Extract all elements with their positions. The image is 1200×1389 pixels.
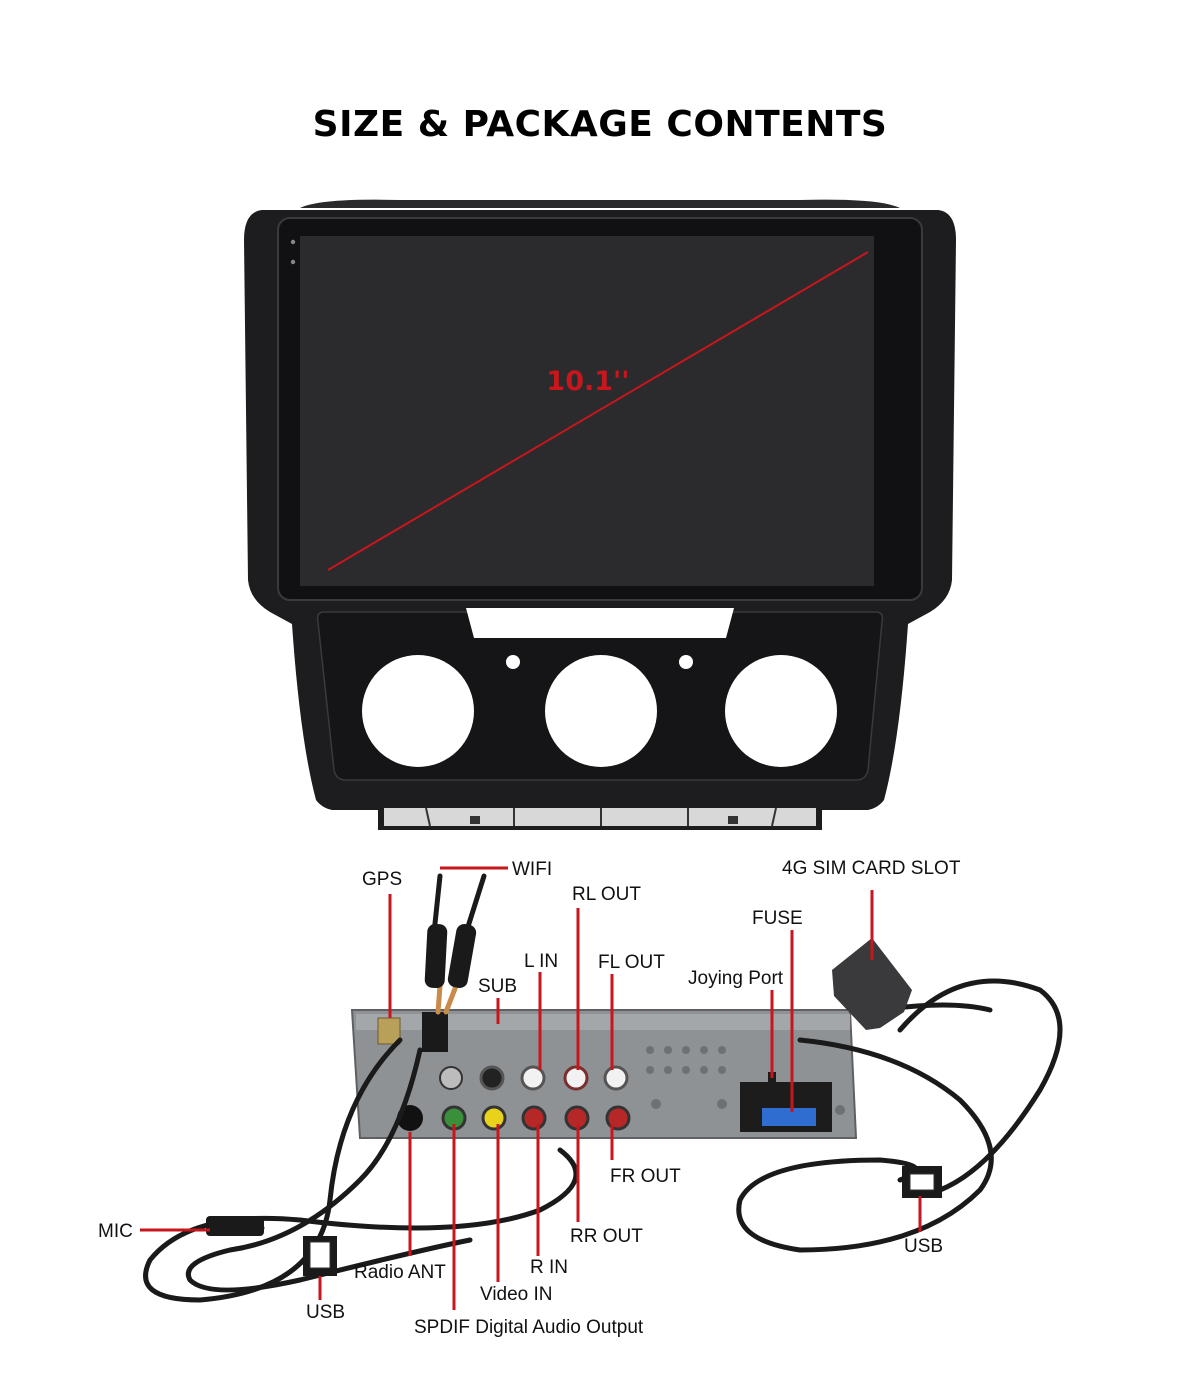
knob-hole-left: [362, 655, 474, 767]
label-r-in: R IN: [530, 1257, 568, 1278]
callout-lines: [140, 866, 922, 1310]
label-usb-right: USB: [904, 1236, 943, 1257]
mic-plug: [206, 1216, 264, 1236]
label-joying-port: Joying Port: [688, 968, 784, 989]
label-l-in: L IN: [524, 951, 558, 972]
page-title: SIZE & PACKAGE CONTENTS: [312, 104, 888, 145]
label-fr-out: FR OUT: [610, 1166, 681, 1187]
label-usb-left: USB: [306, 1302, 345, 1323]
label-spdif: SPDIF Digital Audio Output: [414, 1317, 644, 1338]
diagonal-measure-line: [327, 251, 869, 571]
label-mic: MIC: [98, 1221, 133, 1242]
label-fuse: FUSE: [752, 908, 803, 929]
rca-row-top: [439, 1065, 629, 1091]
label-video-in: Video IN: [480, 1284, 553, 1305]
label-rr-out: RR OUT: [570, 1226, 643, 1247]
label-sub: SUB: [478, 976, 517, 997]
label-radio-ant: Radio ANT: [354, 1262, 446, 1283]
back-panel-unit: [350, 1009, 858, 1139]
label-fl-out: FL OUT: [598, 952, 665, 973]
cables: [143, 873, 1063, 1303]
display-screen: [300, 236, 874, 586]
knob-hole-center: [545, 655, 657, 767]
sim-card-module: [832, 938, 912, 1030]
knob-hole-right: [725, 655, 837, 767]
label-wifi: WIFI: [512, 859, 552, 880]
label-sim-slot: 4G SIM CARD SLOT: [782, 858, 961, 879]
screen-size-label: 10.1'': [546, 366, 629, 397]
label-gps: GPS: [362, 869, 402, 890]
head-unit-frame: 10.1'': [244, 199, 956, 830]
label-rl-out: RL OUT: [572, 884, 641, 905]
